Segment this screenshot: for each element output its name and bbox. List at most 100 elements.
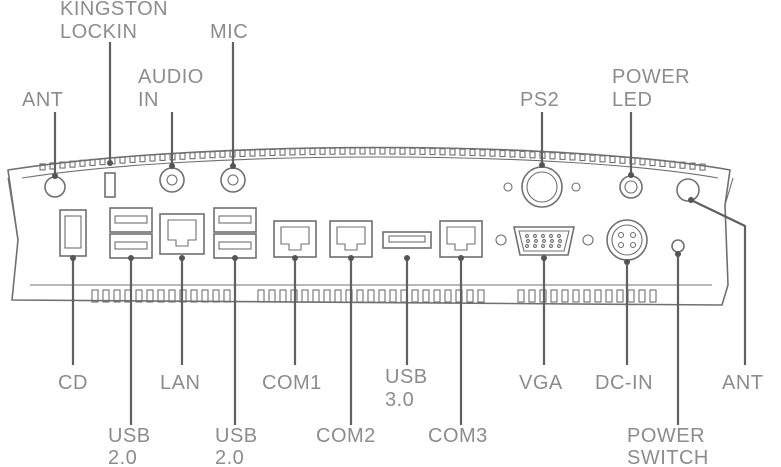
antenna-port-right <box>676 178 700 202</box>
vga-pin <box>525 244 529 248</box>
com3-port <box>439 220 483 258</box>
vent-slot <box>409 147 416 155</box>
vent-slot <box>509 150 516 158</box>
lan-port <box>159 213 205 255</box>
leader-lines <box>53 42 747 425</box>
vent-slot <box>149 154 156 162</box>
label-usb30-line2: 3.0 <box>385 389 414 411</box>
vent-slot <box>638 289 646 303</box>
label-usb20-mid-line2: 2.0 <box>215 447 244 467</box>
vent-slot <box>411 289 419 303</box>
vent-slot <box>279 289 287 303</box>
vent-slot <box>201 289 209 303</box>
vent-slot <box>519 150 526 158</box>
chassis-body <box>7 146 734 306</box>
vent-slot <box>209 151 216 159</box>
vent-slot <box>583 289 591 303</box>
vent-slot <box>309 147 316 156</box>
vent-slot <box>389 289 397 303</box>
vent-slot <box>619 156 626 164</box>
vent-slot <box>477 289 485 303</box>
vent-slot <box>528 289 536 303</box>
label-com3: COM3 <box>428 425 488 447</box>
label-kingston-lockin-line2: LOCKIN <box>60 21 137 43</box>
leader-dots <box>52 160 694 265</box>
vent-slot <box>550 289 558 303</box>
vent-slot <box>89 158 96 166</box>
vent-slot <box>259 149 266 157</box>
vga-pin <box>534 239 538 243</box>
vent-slot <box>59 161 66 169</box>
vent-slot <box>139 155 146 163</box>
vga-pin <box>557 244 561 248</box>
vent-slot <box>239 149 246 157</box>
vent-slot <box>369 147 376 155</box>
label-com2: COM2 <box>316 425 376 447</box>
vga-pin <box>526 239 530 243</box>
vent-slot <box>444 289 452 303</box>
vent-slot <box>669 160 676 168</box>
com2-port <box>329 220 373 258</box>
vent-slot <box>168 289 176 303</box>
vga-pin <box>541 244 545 248</box>
top-vent-slots <box>39 147 706 171</box>
vent-slot <box>529 151 536 159</box>
label-lan: LAN <box>160 372 200 394</box>
vga-pin <box>550 239 554 243</box>
label-audio-in-line1: AUDIO <box>138 66 204 88</box>
vent-slot <box>449 148 456 156</box>
label-ant-right: ANT <box>722 372 764 394</box>
vent-slot <box>190 289 198 303</box>
vent-slot <box>339 147 346 155</box>
label-com1: COM1 <box>262 372 322 394</box>
vent-slot <box>479 149 486 157</box>
label-cd: CD <box>58 372 88 394</box>
vga-pin <box>558 239 562 243</box>
vent-slot <box>609 155 616 164</box>
vent-slot <box>433 289 441 303</box>
vent-slot <box>119 156 126 164</box>
vent-slot <box>312 289 320 303</box>
vent-slot <box>39 163 46 171</box>
vent-slot <box>279 148 286 156</box>
vent-slot <box>268 289 276 303</box>
vent-slot <box>378 289 386 303</box>
vent-slot <box>649 289 657 303</box>
vent-slot <box>269 148 276 156</box>
vga-pin <box>549 234 553 238</box>
vga-pin <box>525 234 529 238</box>
vga-pin <box>549 244 553 248</box>
vent-slot <box>113 289 121 303</box>
usb-3-0-port <box>382 231 432 249</box>
vga-pin <box>557 234 561 238</box>
vent-slot <box>379 147 386 155</box>
vent-slot <box>69 160 76 168</box>
vent-slot <box>559 152 566 160</box>
label-mic: MIC <box>210 21 248 43</box>
com1-port <box>273 220 317 258</box>
dc-in-port <box>606 219 648 261</box>
vent-slot <box>549 152 556 160</box>
vga-pin <box>541 234 545 238</box>
label-power-led-line2: LED <box>612 89 652 111</box>
vent-slot <box>489 149 496 157</box>
vent-slot <box>249 149 256 157</box>
vent-slot <box>639 158 646 166</box>
vent-slot <box>499 149 506 158</box>
vent-slot <box>79 159 86 167</box>
kensington-lock-slot <box>104 172 116 198</box>
vent-slot <box>319 147 326 155</box>
cd-port <box>59 209 87 257</box>
vent-slot <box>129 155 136 163</box>
vent-slot <box>212 289 220 303</box>
bottom-vent-slots <box>91 289 657 303</box>
vent-slot <box>699 163 706 171</box>
vent-slot <box>389 147 396 155</box>
vent-slot <box>439 148 446 156</box>
vent-slot <box>179 152 186 160</box>
vent-slot <box>223 289 231 303</box>
vent-slot <box>627 289 635 303</box>
vent-slot <box>429 147 436 156</box>
vga-pin <box>533 244 537 248</box>
vent-slot <box>135 289 143 303</box>
